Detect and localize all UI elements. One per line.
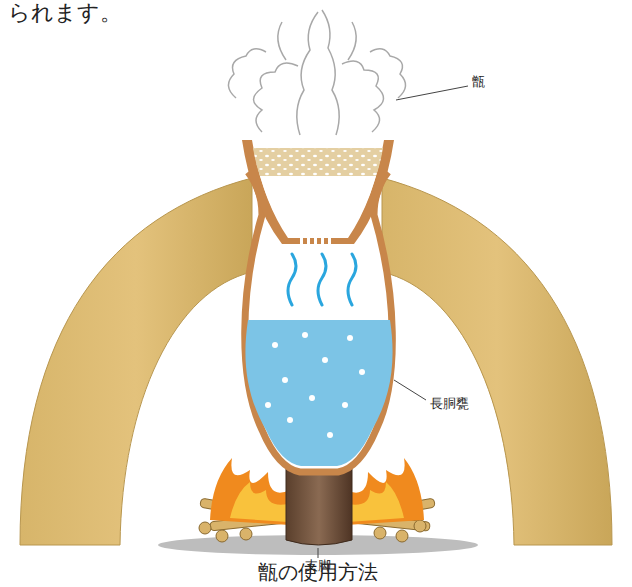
steam-holes [300, 238, 331, 245]
caption: 甑の使用方法 [258, 560, 378, 584]
bubbles [265, 332, 365, 438]
steam-waves [288, 254, 356, 305]
part-label: 長胴甕 [430, 396, 469, 412]
leader-line [318, 86, 468, 558]
water [245, 320, 392, 466]
steamer [242, 140, 394, 244]
part-label: 甑 [472, 74, 485, 90]
body-text: られます。 [8, 0, 122, 26]
rice [253, 148, 383, 176]
steam-clouds [228, 10, 405, 135]
